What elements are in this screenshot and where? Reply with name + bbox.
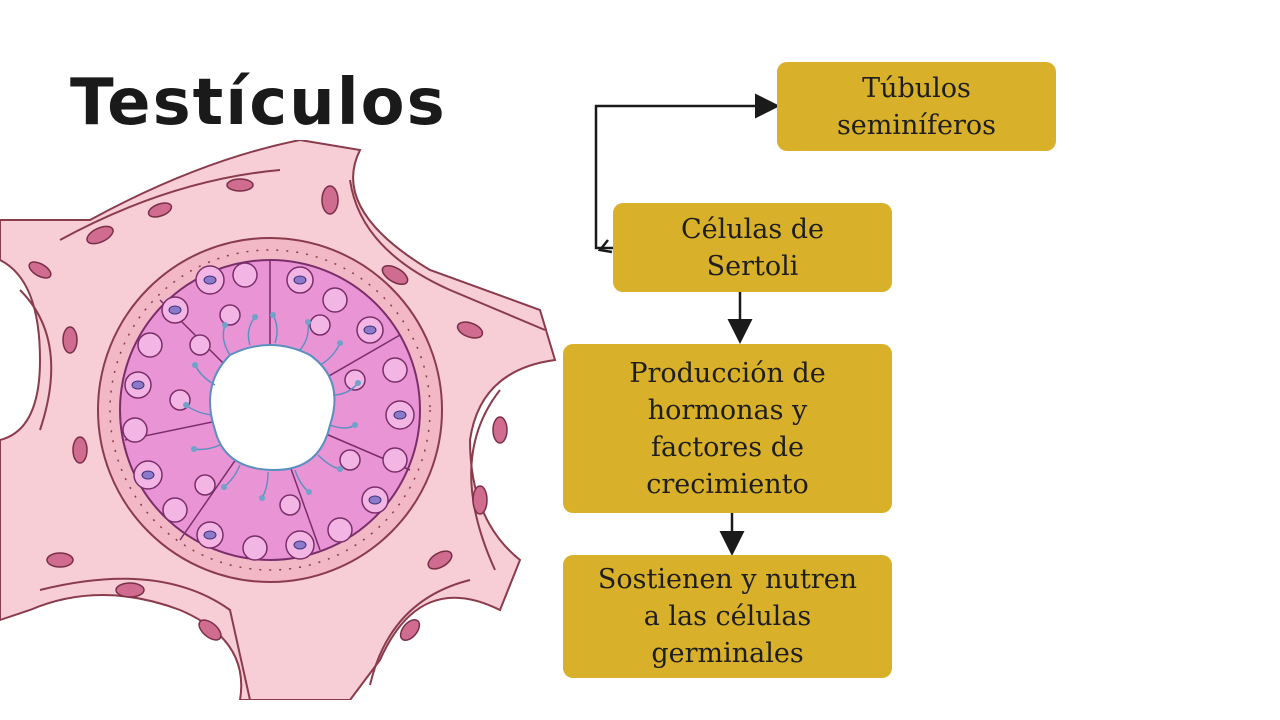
box-produccion-hormonas: Producción de hormonas y factores de cre…: [563, 344, 892, 513]
tubule-illustration: [0, 140, 557, 700]
lumen: [209, 344, 336, 472]
box-sostienen-nutren: Sostienen y nutren a las células germina…: [563, 555, 892, 678]
page-title: Testículos: [70, 66, 447, 140]
arrow-loop: [594, 93, 780, 250]
box-celulas-sertoli: Células de Sertoli: [613, 203, 892, 292]
stromal-nuclei: [28, 178, 508, 641]
box-tubulos-seminiferos: Túbulos seminíferos: [777, 62, 1056, 151]
